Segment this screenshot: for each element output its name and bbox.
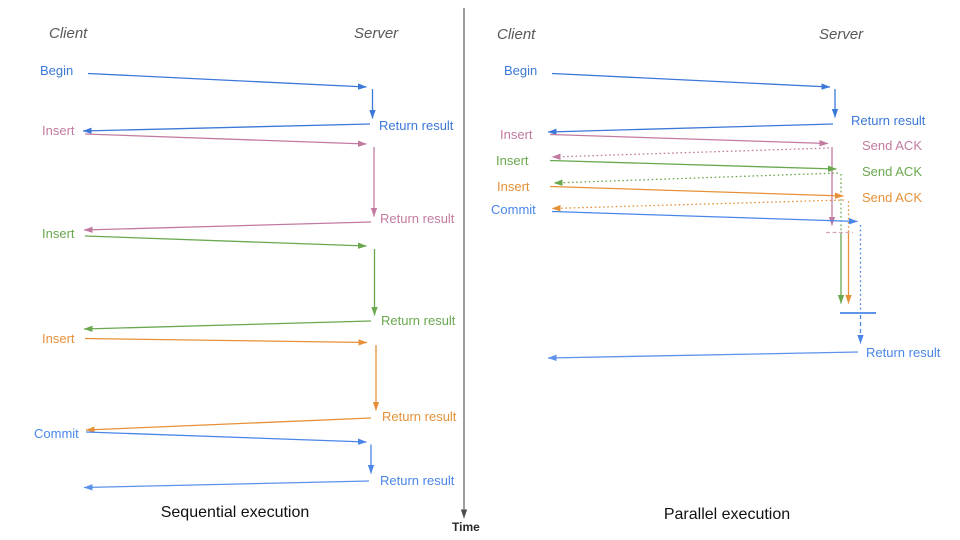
seq-insert3-request-arrow	[84, 337, 368, 346]
time-axis-label: Time	[452, 520, 480, 534]
right-return-label-1: Return result	[851, 113, 926, 128]
left-return-label-5: Return result	[380, 473, 455, 488]
par-begin-request-arrow	[551, 72, 831, 90]
seq-insert1-return-arrow	[83, 221, 372, 233]
par-insert2-request-arrow	[549, 159, 837, 172]
right-commit-label: Commit	[491, 202, 536, 217]
left-return-label-4: Return result	[382, 409, 457, 424]
right-send-ack-label-3: Send ACK	[862, 190, 922, 205]
left-commit-label: Commit	[34, 426, 79, 441]
right-insert3-label: Insert	[497, 179, 530, 194]
left-return-label-1: Return result	[379, 118, 454, 133]
left-begin-label: Begin	[40, 63, 74, 78]
par-insert3-request-arrow	[549, 185, 844, 199]
par-commit-return-arrow	[547, 351, 859, 362]
left-return-label-3: Return result	[381, 313, 456, 328]
seq-insert1-request-arrow	[84, 133, 367, 147]
right-send-ack-label-1: Send ACK	[862, 138, 922, 153]
right-begin-label: Begin	[504, 63, 538, 78]
par-insert2-ack-arrow	[553, 172, 839, 186]
left-return-label-2: Return result	[380, 211, 455, 226]
left-insert1-label: Insert	[42, 123, 75, 138]
seq-commit-return-arrow	[83, 480, 370, 491]
right-return-label-2: Return result	[866, 345, 941, 360]
par-insert1-ack-arrow	[551, 147, 830, 160]
seq-insert3-return-arrow	[85, 417, 372, 433]
par-commit-request-arrow	[551, 210, 858, 225]
left-panel-title: Sequential execution	[160, 504, 310, 521]
right-client-header: Client	[497, 26, 536, 43]
right-panel-title: Parallel execution	[663, 506, 791, 523]
right-send-ack-label-2: Send ACK	[862, 164, 922, 179]
left-client-header: Client	[49, 25, 88, 42]
left-insert2-label: Insert	[42, 226, 75, 241]
seq-begin-return-arrow	[82, 123, 371, 134]
par-insert1-request-arrow	[549, 133, 829, 147]
seq-insert2-return-arrow	[83, 320, 372, 332]
par-begin-return-arrow	[547, 123, 834, 135]
seq-begin-request-arrow	[87, 72, 367, 90]
right-server-header: Server	[819, 26, 864, 43]
left-insert3-label: Insert	[42, 331, 75, 346]
seq-commit-request-arrow	[85, 431, 367, 445]
seq-insert2-request-arrow	[84, 235, 367, 249]
par-insert3-ack-arrow	[551, 199, 845, 212]
right-insert1-label: Insert	[500, 127, 533, 142]
right-insert2-label: Insert	[496, 153, 529, 168]
left-server-header: Server	[354, 25, 399, 42]
